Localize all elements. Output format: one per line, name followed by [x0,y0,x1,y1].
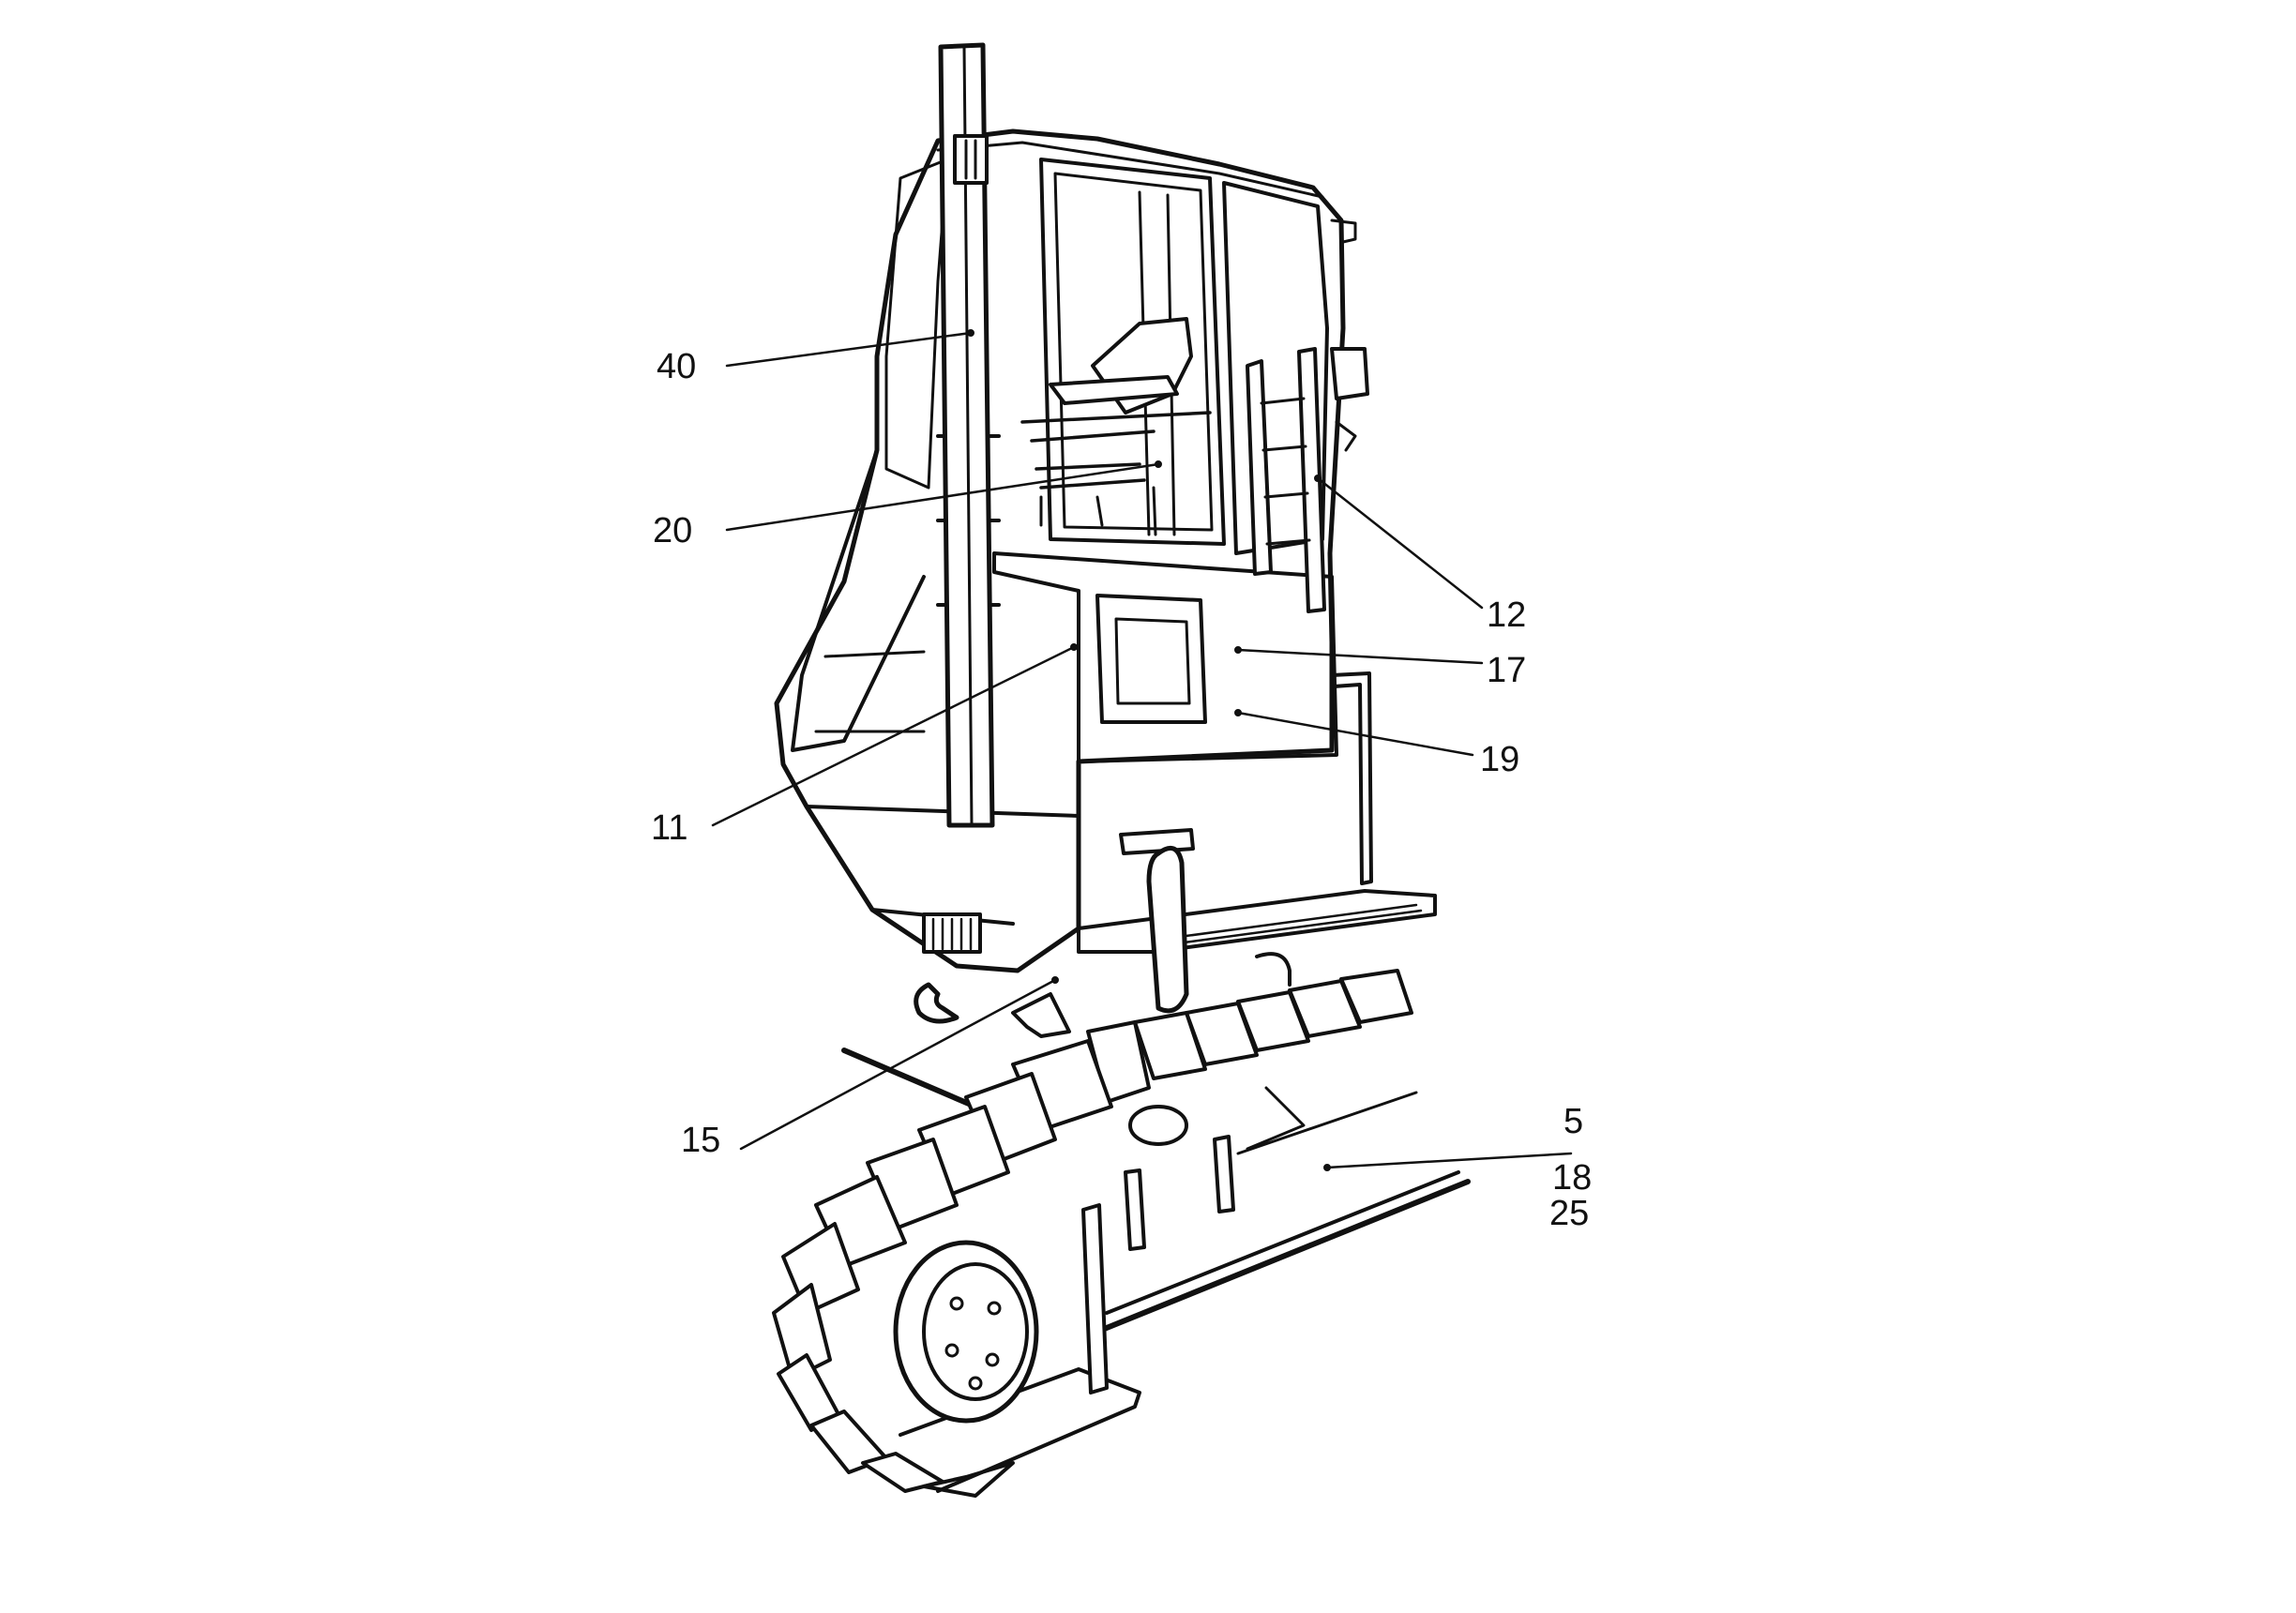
callout-11: 11 [651,808,687,848]
hook-part [1255,952,1292,987]
track-beam-top [1105,1170,1460,1315]
step-tread [1077,889,1437,954]
side-ladder-12 [1246,347,1369,613]
callout-labels: 40 20 12 17 19 11 15 5 18 25 [651,347,1592,1233]
ladder-right-rail [1297,347,1326,613]
ladder-left-rail [1246,359,1273,576]
seat-cushion [1049,375,1179,405]
cab-side-window [1222,181,1329,555]
cab-front-window-inner [1053,172,1214,532]
column-latch [953,134,989,185]
leader-19 [1236,711,1474,757]
leader-40 [725,331,973,368]
ladder-rungs [1260,397,1311,546]
callout-18: 18 [1552,1158,1592,1198]
leader-12 [1316,476,1484,610]
callout-5: 5 [1563,1102,1583,1141]
cab-left-gusset [791,448,926,752]
callout-12: 12 [1487,595,1526,635]
leader-20 [725,462,1160,532]
door-recess-inner [1114,617,1191,705]
ladder-bracket [1330,347,1369,400]
plate-part [1011,992,1071,1038]
leader-5-18-25 [1325,1152,1573,1169]
step-hanger [1330,671,1373,885]
seat-frame [1020,411,1212,490]
upper-track-shoes [1086,969,1413,1104]
handle-bracket [1119,828,1195,855]
track-roller [1128,1105,1188,1146]
idler-wheel [893,1240,1039,1424]
callout-17: 17 [1487,651,1526,690]
callout-40: 40 [657,347,696,386]
track-beam [1095,1179,1471,1334]
callout-15: 15 [681,1121,720,1160]
pry-bar [841,1048,978,1109]
seat-base [1039,486,1157,536]
leader-11 [711,645,1076,827]
tow-link [1146,845,1189,1014]
cab-left-shelf [814,650,926,733]
column-latch-lines [964,139,977,180]
frame-upright-front [1081,1203,1109,1394]
ladder-clip [1335,420,1357,452]
operator-seat-20 [1020,317,1212,536]
cab-lower-panel [992,551,1338,763]
frame-upright-mid [1124,1168,1146,1251]
vent-slats [931,917,973,951]
callout-19: 19 [1480,740,1519,779]
frame-upright-rear [1213,1135,1235,1214]
crawler-track [772,969,1471,1498]
cab-front-window [1039,158,1226,546]
cab-roof-rail [1330,219,1357,244]
loose-parts [841,828,1292,1109]
leader-lines [711,329,1573,1171]
leader-17 [1236,648,1484,665]
wrench-part [914,982,959,1024]
door-recess [1095,594,1207,724]
vertical-column-40 [938,42,995,828]
step-ridges [1171,903,1423,945]
front-track-shoes [772,1039,1113,1498]
callout-20: 20 [653,511,692,550]
callout-25: 25 [1549,1194,1589,1233]
frame-guide [1236,1086,1418,1155]
leader-15 [739,978,1057,1151]
